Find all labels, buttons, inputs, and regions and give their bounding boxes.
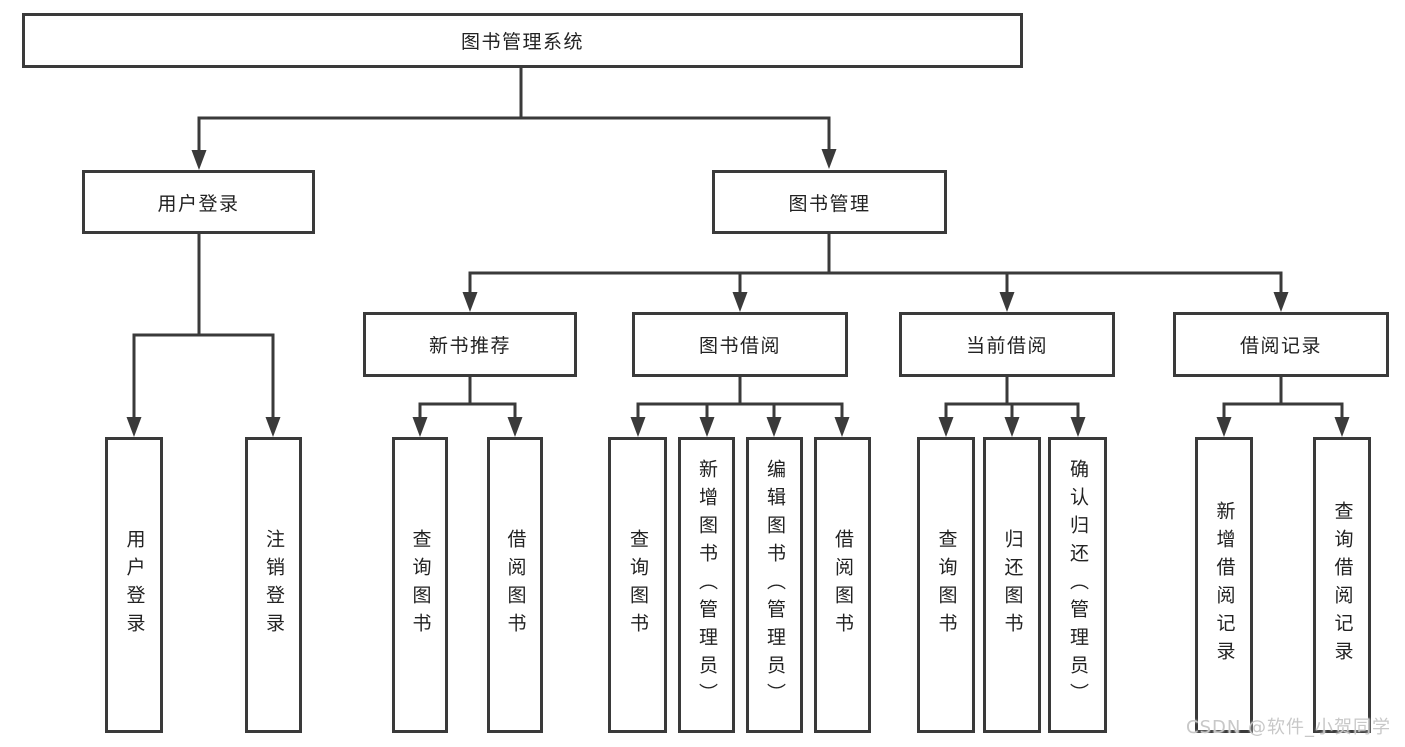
node-label: 用户登录	[157, 192, 240, 215]
node-add-borrow-record: 新增借阅记录	[1195, 437, 1253, 733]
node-confirm-return-admin: 确认归还（管理员）	[1048, 437, 1107, 733]
node-label: 新书推荐	[428, 335, 511, 357]
node-borrow-records: 借阅记录	[1173, 312, 1389, 377]
node-book-management: 图书管理	[712, 170, 947, 234]
node-book-borrow: 图书借阅	[632, 312, 848, 377]
node-search-borrow-record: 查询借阅记录	[1313, 437, 1371, 733]
node-label: 归还图书	[1001, 529, 1024, 641]
node-label: 新增借阅记录	[1213, 501, 1236, 669]
node-label: 注销登录	[263, 529, 285, 641]
node-return-books: 归还图书	[983, 437, 1041, 733]
node-user-login-leaf: 用户登录	[105, 437, 163, 733]
node-label: 查询借阅记录	[1331, 501, 1354, 669]
csdn-watermark: CSDN @软件_小贺同学	[1186, 717, 1392, 738]
node-label: 借阅图书	[832, 529, 854, 641]
node-label: 查询图书	[627, 529, 649, 641]
node-label: 查询图书	[935, 529, 958, 641]
node-label: 新增图书（管理员）	[696, 459, 718, 711]
node-search-books-borrow: 查询图书	[608, 437, 667, 733]
node-label: 借阅图书	[504, 529, 527, 641]
node-label: 当前借阅	[965, 335, 1048, 357]
node-root: 图书管理系统	[22, 13, 1023, 68]
node-edit-books-admin: 编辑图书（管理员）	[746, 437, 803, 733]
node-new-book-recommend: 新书推荐	[363, 312, 577, 377]
node-current-borrow: 当前借阅	[899, 312, 1115, 377]
node-add-books-admin: 新增图书（管理员）	[678, 437, 735, 733]
node-label: 用户登录	[123, 529, 146, 641]
node-label: 确认归还（管理员）	[1067, 459, 1089, 711]
node-search-books-recommend: 查询图书	[392, 437, 448, 733]
node-label: 图书管理	[788, 192, 871, 215]
node-label: 编辑图书（管理员）	[764, 459, 786, 711]
node-label: 查询图书	[409, 529, 432, 641]
node-label: 图书管理系统	[460, 31, 584, 53]
node-search-books-current: 查询图书	[917, 437, 975, 733]
node-label: 图书借阅	[698, 335, 781, 357]
node-user-login: 用户登录	[82, 170, 315, 234]
node-logout-leaf: 注销登录	[245, 437, 302, 733]
node-borrow-books-recommend: 借阅图书	[487, 437, 543, 733]
node-borrow-books-leaf: 借阅图书	[814, 437, 871, 733]
node-label: 借阅记录	[1239, 335, 1322, 357]
